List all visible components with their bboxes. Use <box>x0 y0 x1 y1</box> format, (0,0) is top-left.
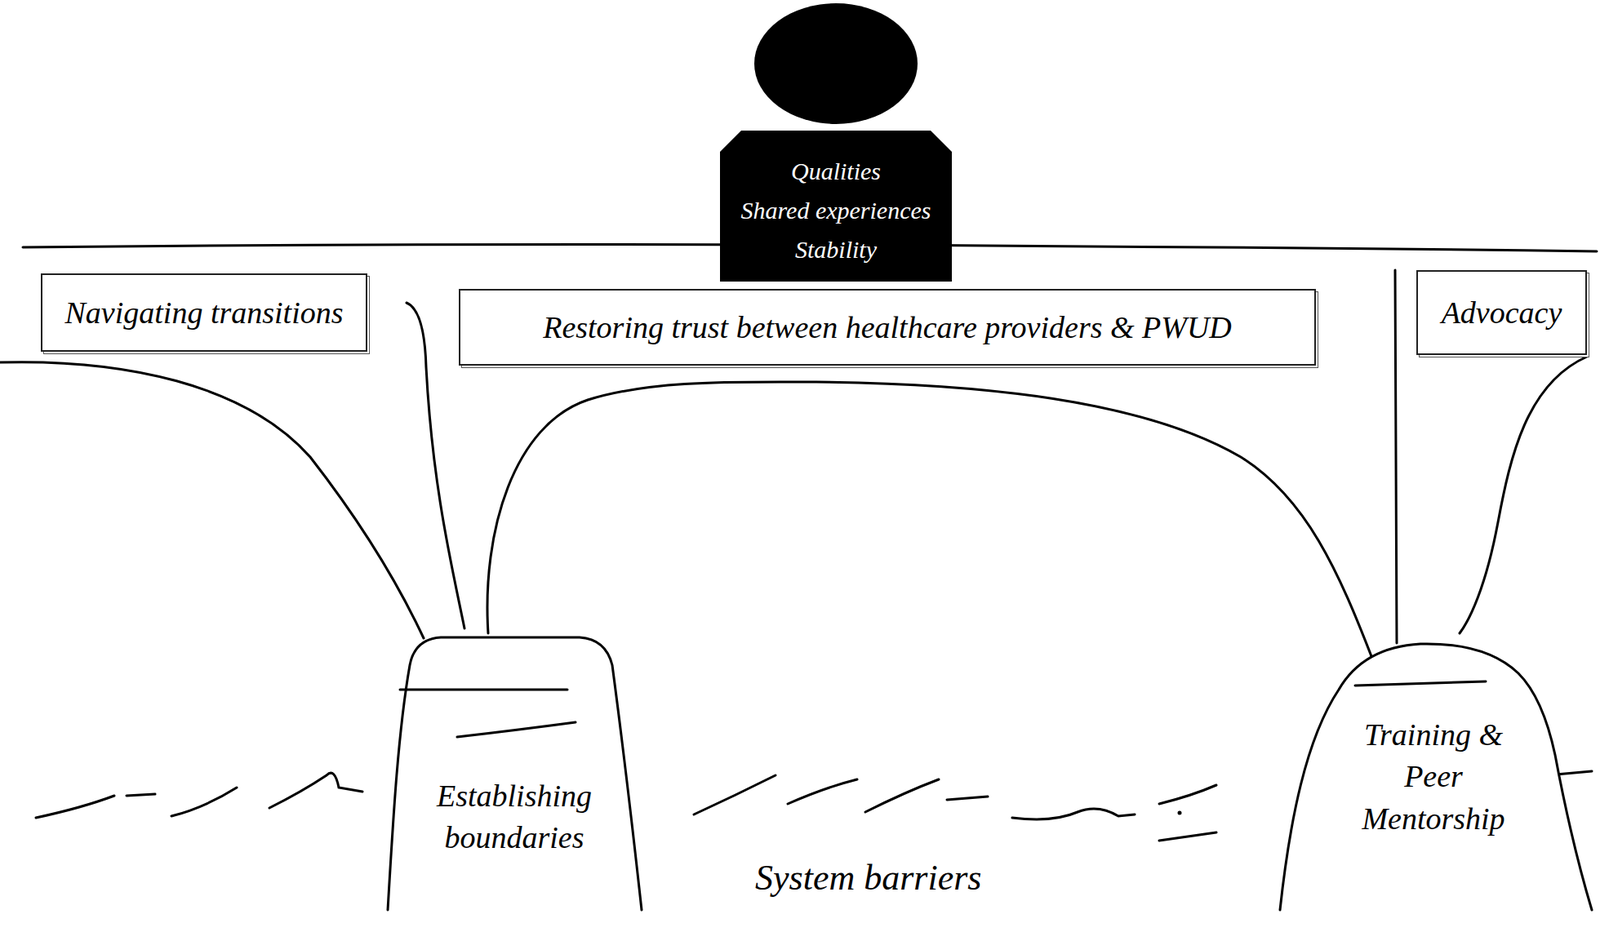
theme-box: Navigating transitions <box>40 273 368 352</box>
bridge-pillar: Establishing boundaries <box>383 632 645 932</box>
water-stroke <box>35 795 115 818</box>
pillar-text-block: Establishing boundaries <box>416 775 613 860</box>
bridge-support-line <box>406 302 465 629</box>
pillar-stroke <box>400 688 568 692</box>
water-stroke <box>269 773 363 809</box>
water-stroke <box>693 775 776 815</box>
person-body-fill <box>720 130 952 282</box>
person-body: QualitiesShared experiencesStability <box>720 130 952 282</box>
water-stroke <box>1012 808 1135 820</box>
quality-text: Stability <box>795 235 877 264</box>
water-stroke <box>1159 832 1217 841</box>
theme-label: Navigating transitions <box>65 294 344 331</box>
pillar-label: Establishing boundaries <box>416 775 613 860</box>
pillar-outline <box>387 637 642 911</box>
water-stroke <box>1159 785 1217 805</box>
quality-text: Qualities <box>791 157 881 186</box>
theme-label: Advocacy <box>1441 294 1563 331</box>
water-stroke <box>787 779 858 805</box>
water-dot <box>1177 811 1183 816</box>
pillar-outline <box>1280 644 1592 911</box>
water-label: System barriers <box>755 857 982 899</box>
bridge-support-line <box>0 362 424 639</box>
pillar-stroke <box>457 722 576 738</box>
pillar-label: Training & Peer Mentorship <box>1347 714 1520 840</box>
bridge-support-line <box>1459 356 1587 634</box>
theme-label: Restoring trust between healthcare provi… <box>542 309 1232 346</box>
water-stroke <box>126 794 156 796</box>
pillar-stroke <box>1355 681 1486 686</box>
person-head <box>754 3 918 125</box>
bridge-pillar: Training & Peer Mentorship <box>1273 640 1594 932</box>
theme-box: Restoring trust between healthcare provi… <box>458 288 1316 366</box>
water-stroke <box>946 796 988 800</box>
pillar-text-block: Training & Peer Mentorship <box>1347 714 1520 840</box>
water-stroke <box>171 787 237 817</box>
bridge-arch <box>487 382 1374 663</box>
bridge-support-line <box>1395 270 1397 644</box>
theme-box: Advocacy <box>1416 270 1587 356</box>
water-stroke <box>865 779 939 813</box>
quality-text: Shared experiences <box>741 196 932 225</box>
